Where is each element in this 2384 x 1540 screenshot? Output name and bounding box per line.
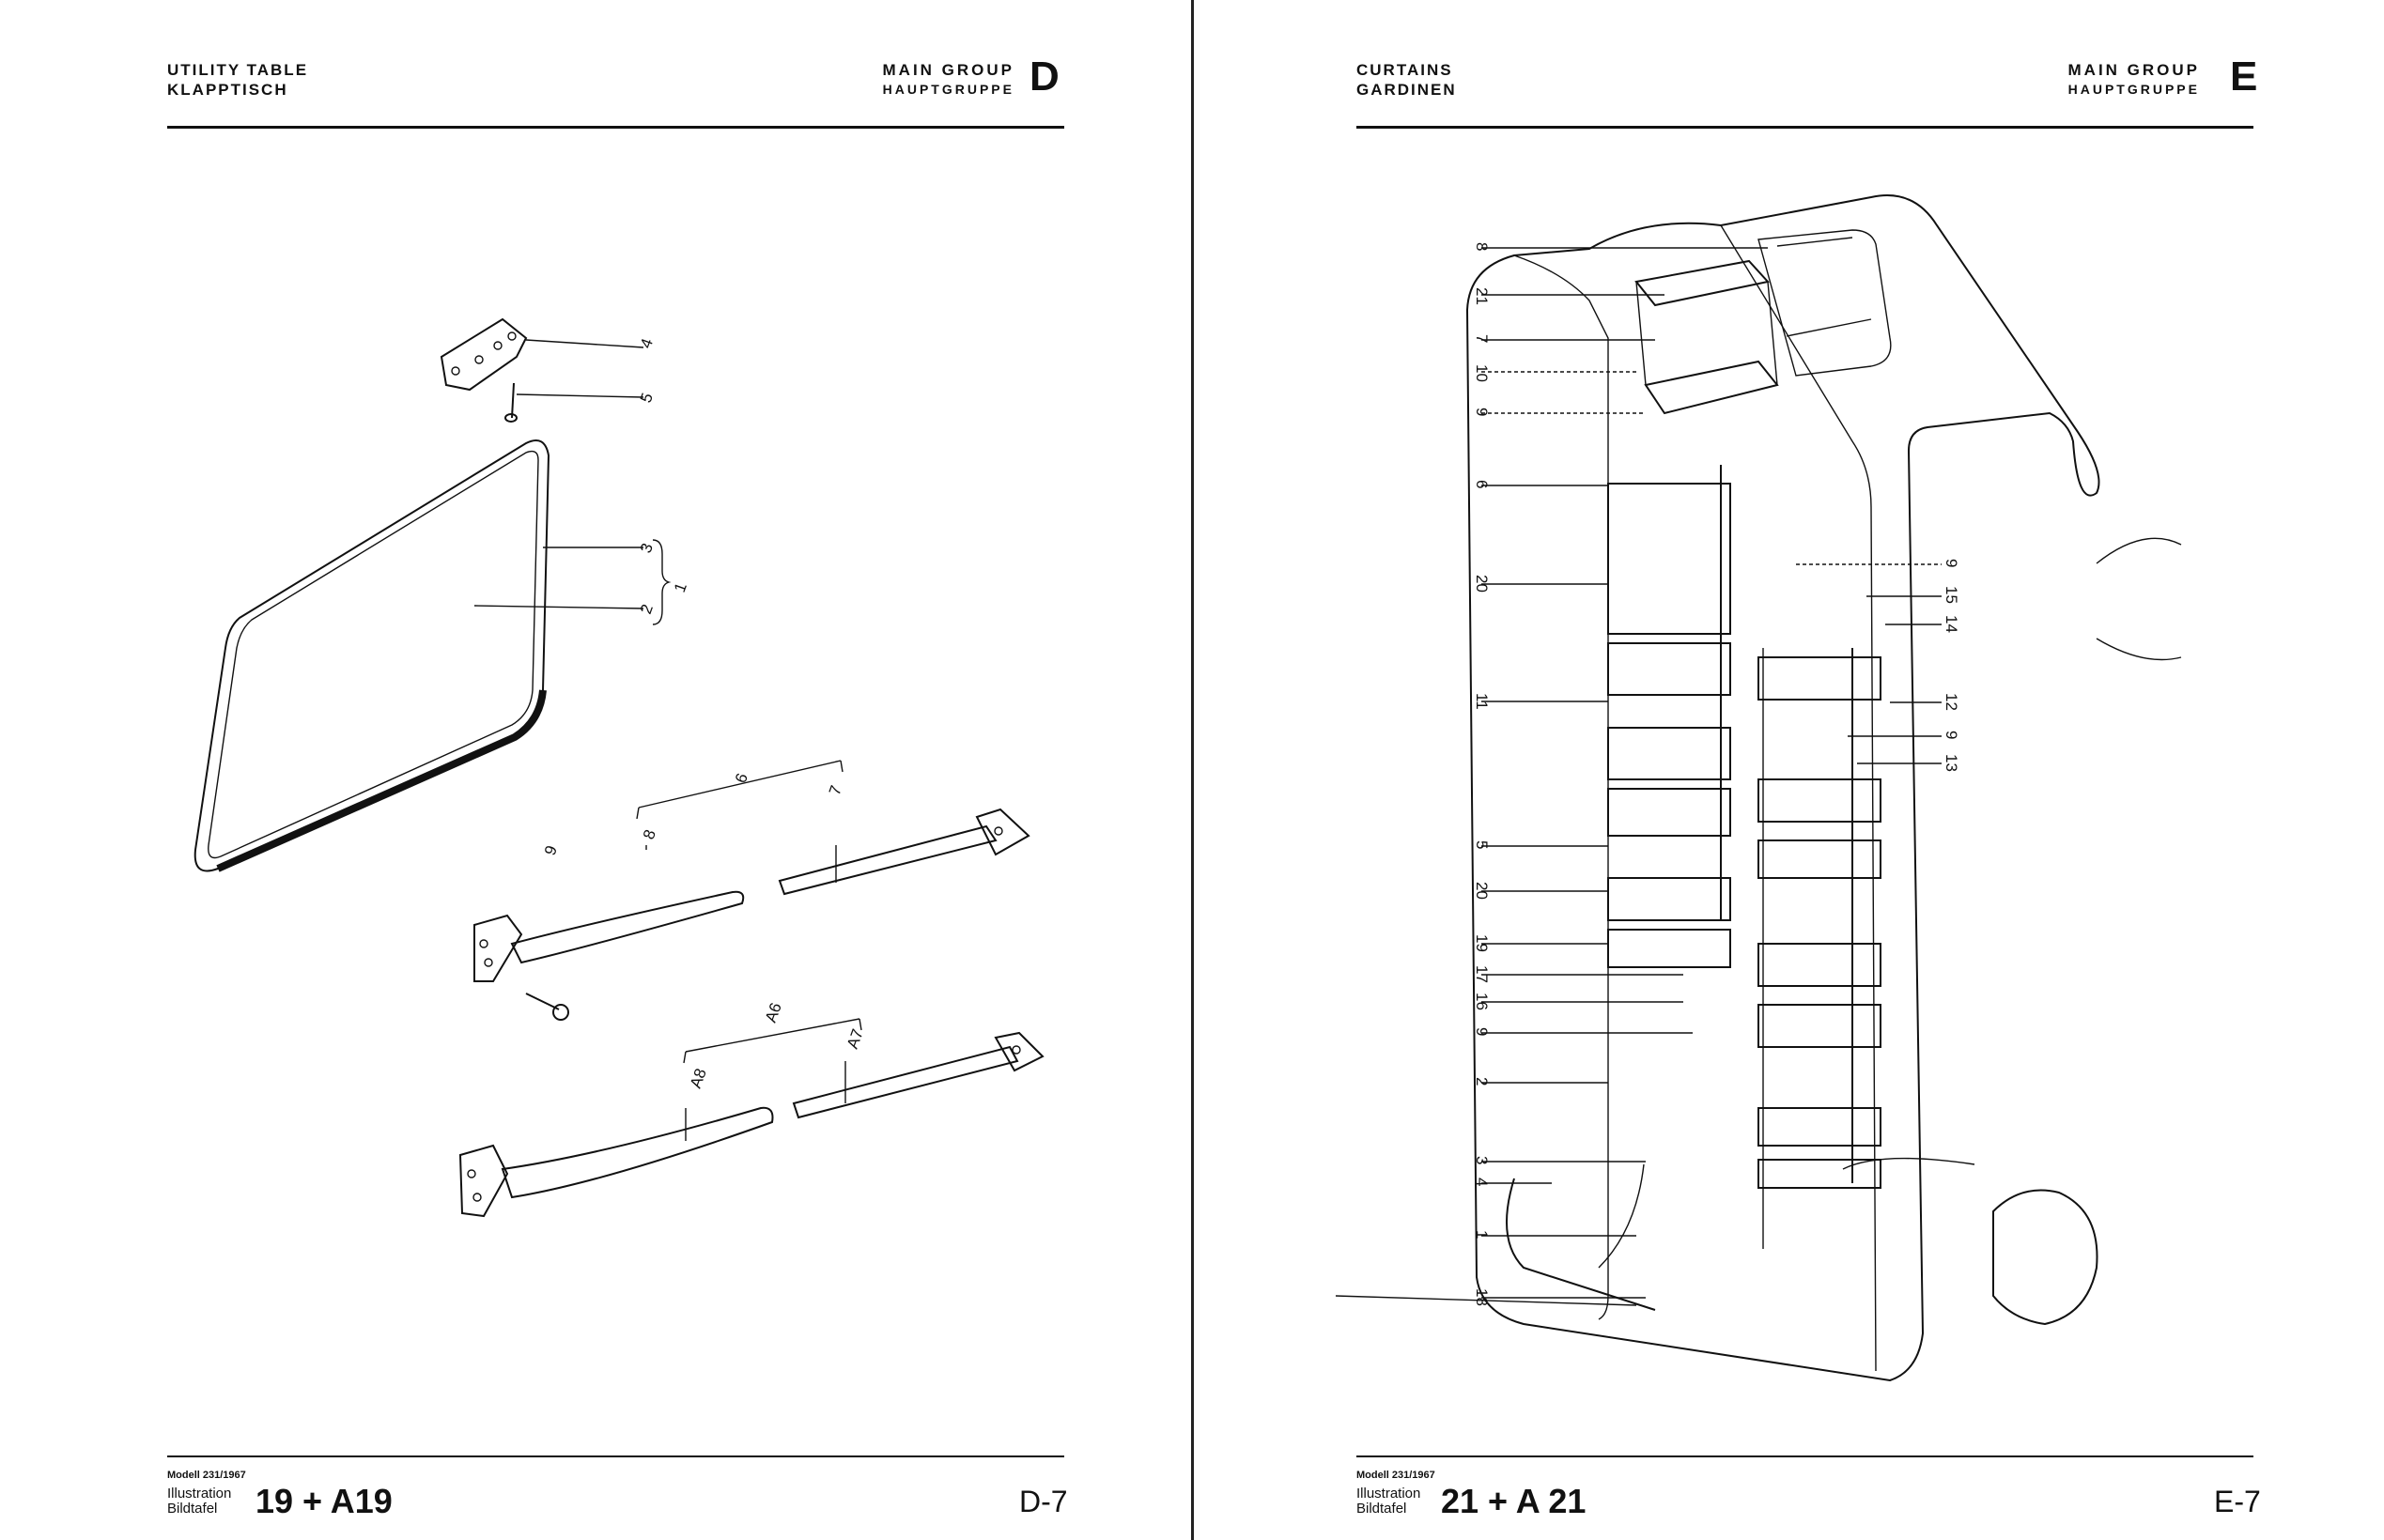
callout-17: 17 bbox=[1473, 965, 1491, 983]
callout-1: 1 bbox=[1473, 1230, 1491, 1239]
illustration-text: Illustration bbox=[167, 1486, 232, 1502]
callout-1: 1 bbox=[671, 580, 690, 594]
skylight-curtain bbox=[1634, 259, 1779, 415]
illustration-label-left: Illustration Bildtafel bbox=[167, 1486, 231, 1517]
strut-lower-part bbox=[458, 1018, 1045, 1218]
group-de: HAUPTGRUPPE bbox=[882, 82, 1014, 97]
callout-21: 21 bbox=[1473, 287, 1491, 305]
illustration-label-right: Illustration Bildtafel bbox=[1356, 1486, 1420, 1517]
callout-a7: A7 bbox=[844, 1026, 867, 1051]
callout-2: 2 bbox=[637, 602, 657, 616]
title-de: GARDINEN bbox=[1356, 81, 1457, 99]
illustration-text: Illustration bbox=[1356, 1486, 1421, 1502]
callout-8: 8 bbox=[1473, 242, 1491, 251]
bildtafel-text: Bildtafel bbox=[1356, 1501, 1407, 1517]
callout-19: 19 bbox=[1473, 934, 1491, 952]
screw-small-part bbox=[525, 993, 569, 1021]
callout-16: 16 bbox=[1473, 993, 1491, 1010]
callout-18: 18 bbox=[1473, 1288, 1491, 1306]
group-letter-right: E bbox=[2230, 54, 2258, 100]
side-curtains-left bbox=[1607, 465, 1731, 968]
callout-4: 4 bbox=[1473, 1178, 1491, 1186]
main-group-label-left: MAIN GROUP HAUPTGRUPPE bbox=[827, 60, 1014, 100]
footer-rule-right bbox=[1356, 1455, 2253, 1457]
callout-9b: 9 bbox=[1473, 1027, 1491, 1036]
header-rule-right bbox=[1356, 126, 2253, 129]
callout-r15: 15 bbox=[1943, 586, 1960, 604]
callout-20b: 20 bbox=[1473, 882, 1491, 900]
callout-5: 5 bbox=[1473, 840, 1491, 849]
curtains-exploded-diagram: 8 21 7 10 9 6 20 11 5 20 19 17 16 9 2 3 … bbox=[1335, 194, 2182, 1382]
page-number-left: D-7 bbox=[1019, 1485, 1068, 1518]
strut-upper-part bbox=[473, 760, 1030, 982]
header-rule-left bbox=[167, 126, 1064, 129]
leader-lines-left bbox=[1481, 247, 1768, 1299]
callout-r9b: 9 bbox=[1943, 731, 1960, 739]
callout-3: 3 bbox=[1473, 1156, 1491, 1164]
callout-8: 8 bbox=[640, 827, 659, 841]
illustration-number-right: 21 + A 21 bbox=[1441, 1482, 1587, 1520]
callout-a8: A8 bbox=[687, 1066, 710, 1090]
main-group-label-right: MAIN GROUP HAUPTGRUPPE bbox=[2012, 60, 2200, 100]
book-spine-divider bbox=[1191, 0, 1194, 1540]
callout-2: 2 bbox=[1473, 1077, 1491, 1086]
table-top-part bbox=[194, 439, 672, 872]
bildtafel-text: Bildtafel bbox=[167, 1501, 218, 1517]
group-en: MAIN GROUP bbox=[2067, 61, 2200, 79]
callout-6: 6 bbox=[732, 771, 751, 785]
callout-r9a: 9 bbox=[1943, 559, 1960, 567]
screw-part bbox=[504, 382, 644, 423]
right-page: CURTAINS GARDINEN MAIN GROUP HAUPTGRUPPE… bbox=[1195, 0, 2384, 1540]
callout-10: 10 bbox=[1473, 364, 1491, 382]
callout-r14: 14 bbox=[1943, 615, 1960, 633]
callout-4: 4 bbox=[637, 336, 657, 350]
footer-rule-left bbox=[167, 1455, 1064, 1457]
callout-7: 7 bbox=[1473, 334, 1491, 343]
group-de: HAUPTGRUPPE bbox=[2067, 82, 2200, 97]
title-de: KLAPPTISCH bbox=[167, 81, 288, 99]
group-letter-left: D bbox=[1029, 54, 1060, 100]
page-title-left: UTILITY TABLE KLAPPTISCH bbox=[167, 60, 308, 100]
callout-a6: A6 bbox=[762, 1000, 785, 1024]
model-label-right: Modell 231/1967 bbox=[1356, 1470, 1435, 1481]
leader-lines-right bbox=[1796, 563, 1942, 764]
callout-7: 7 bbox=[826, 783, 845, 797]
callout-3: 3 bbox=[637, 541, 657, 555]
utility-table-exploded-diagram: 4 5 3 2 1 6 8 7 9 A6 A8 A7 bbox=[194, 317, 1045, 1218]
callout-r13: 13 bbox=[1943, 754, 1960, 772]
title-en: CURTAINS bbox=[1356, 61, 1453, 79]
group-en: MAIN GROUP bbox=[882, 61, 1014, 79]
page-title-right: CURTAINS GARDINEN bbox=[1356, 60, 1457, 100]
callout-r12: 12 bbox=[1943, 693, 1960, 711]
model-label-left: Modell 231/1967 bbox=[167, 1470, 246, 1481]
callout-9a: 9 bbox=[1473, 408, 1491, 416]
title-en: UTILITY TABLE bbox=[167, 61, 309, 79]
hinge-part bbox=[440, 317, 644, 392]
page-number-right: E-7 bbox=[2214, 1485, 2261, 1518]
callout-6: 6 bbox=[1473, 480, 1491, 488]
illustration-number-left: 19 + A19 bbox=[255, 1482, 393, 1520]
callout-9: 9 bbox=[541, 843, 561, 857]
callout-11: 11 bbox=[1473, 693, 1491, 710]
callout-20a: 20 bbox=[1473, 575, 1491, 593]
side-curtains-right bbox=[1757, 648, 1881, 1249]
callout-5: 5 bbox=[637, 391, 657, 405]
left-page: UTILITY TABLE KLAPPTISCH MAIN GROUP HAUP… bbox=[0, 0, 1191, 1540]
